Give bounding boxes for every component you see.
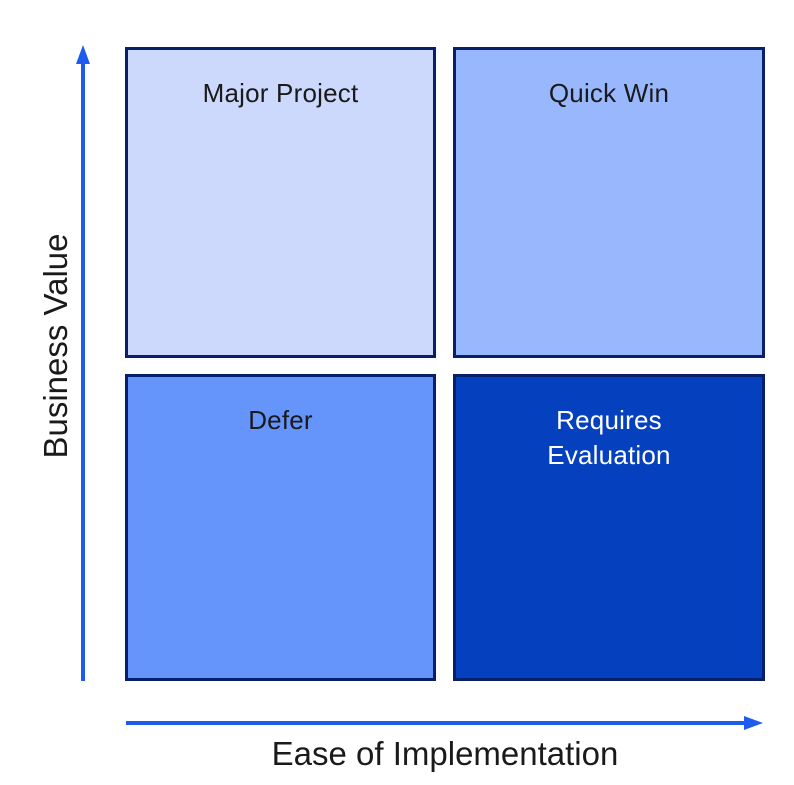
quadrant-major-project: Major Project	[125, 47, 436, 358]
quadrant-label-requires-evaluation: Requires Evaluation	[547, 405, 671, 470]
quadrant-requires-evaluation: Requires Evaluation	[453, 374, 765, 681]
x-axis-arrow	[126, 716, 763, 730]
y-axis-arrow	[76, 45, 90, 681]
x-axis-label: Ease of Implementation	[271, 735, 619, 772]
quadrant-defer: Defer	[125, 374, 436, 681]
y-axis-label: Business Value	[37, 233, 74, 459]
quadrant-quick-win: Quick Win	[453, 47, 765, 358]
quadrant-label-defer: Defer	[248, 405, 313, 435]
quadrant-label-major-project: Major Project	[202, 78, 359, 108]
quadrant-label-quick-win: Quick Win	[548, 78, 670, 108]
